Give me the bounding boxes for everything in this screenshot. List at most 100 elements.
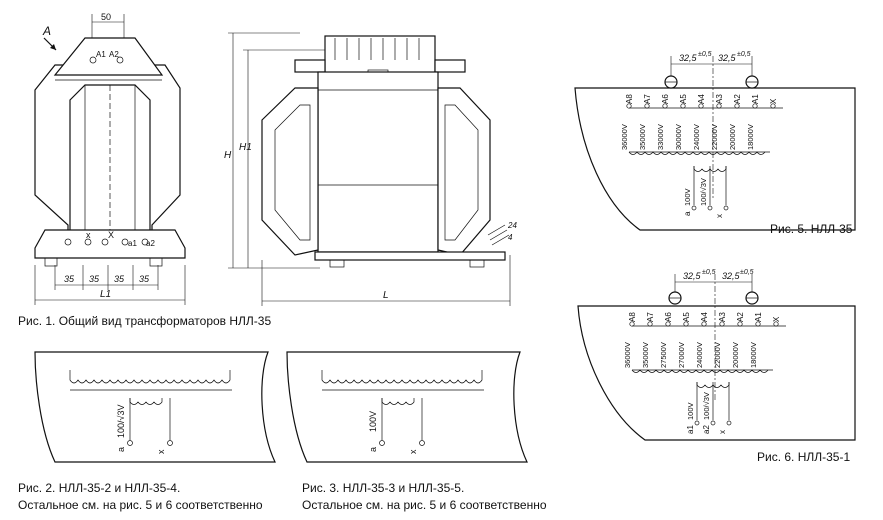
fig6-volt-6: 20000V: [731, 342, 740, 368]
view-arrowhead: [50, 44, 56, 50]
fig5-volt-5: 22000V: [710, 124, 719, 150]
fig5-term-6: A2: [733, 94, 742, 104]
fig5-sec-x: x: [715, 214, 724, 218]
fig6-term-8: X: [772, 316, 781, 322]
fig5-caption: Рис. 5. НЛЛ-35: [770, 222, 853, 236]
term-X: X: [108, 230, 114, 240]
fig5-sec-v2: 100/√3V: [699, 178, 708, 206]
fig6-sec-v1: 100V: [686, 402, 695, 420]
fig2-term-a: a: [116, 447, 126, 452]
dim-top-50: 50: [101, 12, 111, 22]
fig3-outline: [286, 351, 528, 463]
fig6-volt-3: 27000V: [677, 342, 686, 368]
fig5-diagram: 32,5 ±0,5 32,5 ±0,5 A8 A7 A6 A5 A4 A3 A2…: [574, 51, 856, 231]
fig5-volt-7: 18000V: [746, 124, 755, 150]
fig5-sec-a: a: [683, 211, 692, 216]
fig3-term-x: x: [408, 449, 418, 454]
fig3-caption-line1: Рис. 3. НЛЛ-35-3 и НЛЛ-35-5.: [302, 481, 465, 495]
fig5-volt-4: 24000V: [692, 124, 701, 150]
side-head: [324, 35, 436, 75]
fig6-spacing-2: 32,5: [722, 271, 741, 281]
fig6-sec-v2: 100/√3V: [702, 392, 711, 420]
fig1-front-view: A 50 A1 A2 x X a1 a2: [34, 12, 186, 305]
dim-4: 4: [508, 233, 513, 242]
dim-step-3: 35: [114, 274, 125, 284]
fig5-tol-2: ±0,5: [737, 51, 751, 58]
fig1-caption: Рис. 1. Общий вид трансформаторов НЛЛ-35: [18, 314, 272, 328]
fig5-volt-0: 36000V: [620, 124, 629, 150]
fig2-term-x: x: [156, 449, 166, 454]
fig6-tol-2: ±0,5: [740, 269, 754, 276]
dim-H: H: [224, 150, 232, 161]
fig2-caption-line1: Рис. 2. НЛЛ-35-2 и НЛЛ-35-4.: [18, 481, 181, 495]
fig1-side-view: H H1 24 4: [224, 32, 517, 306]
fig5-term-3: A5: [679, 94, 688, 104]
fig5-term-5: A3: [715, 94, 724, 104]
fig5-term-1: A7: [643, 94, 652, 104]
term-x: x: [86, 230, 91, 240]
dim-H1: H1: [239, 142, 252, 153]
dim-L: L: [383, 290, 389, 301]
fig6-volt-5: 22000V: [713, 342, 722, 368]
fig2-voltage: 100/√3V: [116, 405, 126, 438]
fig3-voltage: 100V: [368, 411, 378, 432]
terminal-head: [53, 37, 164, 76]
dim-L1: L1: [100, 289, 111, 300]
fig3-caption-line2: Остальное см. на рис. 5 и 6 соответствен…: [302, 498, 547, 512]
fig5-term-0: A8: [625, 94, 634, 104]
fig3-diagram: a 100V x: [286, 351, 528, 463]
fig5-term-2: A6: [661, 94, 670, 104]
dim-step-4: 35: [139, 274, 150, 284]
fig6-volt-7: 18000V: [749, 342, 758, 368]
fig5-term-8: X: [769, 98, 778, 104]
fig2-caption-line2: Остальное см. на рис. 5 и 6 соответствен…: [18, 498, 263, 512]
term-A2: A2: [109, 50, 119, 59]
fig6-terminal-row: [629, 321, 779, 327]
fig6-diagram: 32,5 ±0,5 32,5 ±0,5 A8 A7 A6 A5 A4 A3 A2…: [577, 269, 856, 441]
fig6-term-0: A8: [628, 312, 637, 322]
fig6-volt-4: 24000V: [695, 342, 704, 368]
dim-step-1: 35: [64, 274, 75, 284]
base-plate: [34, 229, 186, 259]
fig6-volt-1: 35000V: [641, 342, 650, 368]
fig6-spacing-1: 32,5: [683, 271, 702, 281]
fig5-outline: [574, 87, 856, 231]
fig5-volt-6: 20000V: [728, 124, 737, 150]
fig5-term-4: A4: [697, 94, 706, 104]
fig5-volt-1: 35000V: [638, 124, 647, 150]
fig6-caption: Рис. 6. НЛЛ-35-1: [757, 450, 851, 464]
fig2-outline: [34, 351, 276, 463]
right-coil: [437, 87, 491, 256]
fig6-term-2: A6: [664, 312, 673, 322]
fig3-term-a: a: [368, 447, 378, 452]
fig6-volt-0: 36000V: [623, 342, 632, 368]
fig5-spacing-2: 32,5: [718, 53, 737, 63]
fig5-volt-2: 33000V: [656, 124, 665, 150]
fig5-tol-1: ±0,5: [698, 51, 712, 58]
fig6-volt-2: 27500V: [659, 342, 668, 368]
view-label: A: [42, 24, 51, 38]
fig6-outline: [577, 305, 856, 441]
fig6-sec-a2: a2: [702, 425, 711, 434]
fig5-term-7: A1: [751, 94, 760, 104]
fig6-sec-x: x: [718, 430, 727, 434]
fig6-term-1: A7: [646, 312, 655, 322]
term-A1: A1: [96, 50, 106, 59]
dim-step-2: 35: [89, 274, 100, 284]
dim-24: 24: [507, 221, 517, 230]
fig6-tol-1: ±0,5: [702, 269, 716, 276]
fig5-terminal-row: [626, 103, 776, 109]
fig6-term-7: A1: [754, 312, 763, 322]
fig6-sec-a1: a1: [686, 425, 695, 434]
fig5-spacing-1: 32,5: [679, 53, 698, 63]
fig2-diagram: a 100/√3V x: [34, 351, 276, 463]
side-body: [317, 71, 439, 253]
fig6-term-6: A2: [736, 312, 745, 322]
fig6-term-5: A3: [718, 312, 727, 322]
fig6-term-3: A5: [682, 312, 691, 322]
term-a2: a2: [146, 239, 155, 248]
fig6-term-4: A4: [700, 312, 709, 322]
left-coil: [261, 87, 319, 256]
side-base: [314, 251, 506, 261]
